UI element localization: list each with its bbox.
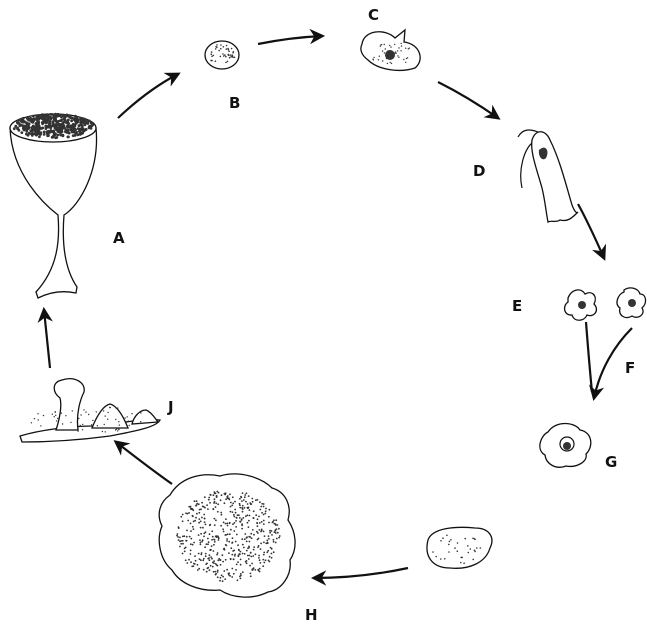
label-c: C: [368, 6, 379, 24]
cycle-arrows: [44, 36, 632, 578]
stage-c-germinating-spore: [361, 30, 420, 70]
label-j: J: [167, 398, 174, 416]
stage-plasmodium-small: [427, 527, 492, 568]
label-f: F: [625, 359, 635, 377]
label-g: G: [605, 453, 617, 471]
arrow-d-to-e: [578, 204, 604, 258]
arrow-h-to-j: [116, 442, 172, 484]
stage-g-myxamoeba: [540, 424, 591, 468]
stage-h-plasmodium: [159, 474, 295, 597]
stage-b-spore: [205, 41, 239, 69]
arrow-g-to-blob: [586, 322, 592, 392]
label-a: A: [113, 229, 125, 247]
stage-e-amoeboid-cells: [565, 288, 646, 320]
arrow-b-to-c: [258, 36, 322, 44]
arrow-blob-to-h: [314, 568, 408, 578]
arrow-a-to-b: [118, 74, 178, 118]
arrow-c-to-d: [438, 82, 498, 118]
label-e: E: [512, 297, 522, 315]
label-h: H: [305, 606, 318, 624]
stage-a-fruiting-body: [10, 113, 97, 298]
arrow-j-to-a: [44, 310, 50, 368]
label-d: D: [473, 162, 485, 180]
stage-j-early-fruiting: [20, 379, 160, 442]
label-b: B: [229, 94, 240, 112]
stage-d-swarm-cell: [518, 130, 578, 222]
